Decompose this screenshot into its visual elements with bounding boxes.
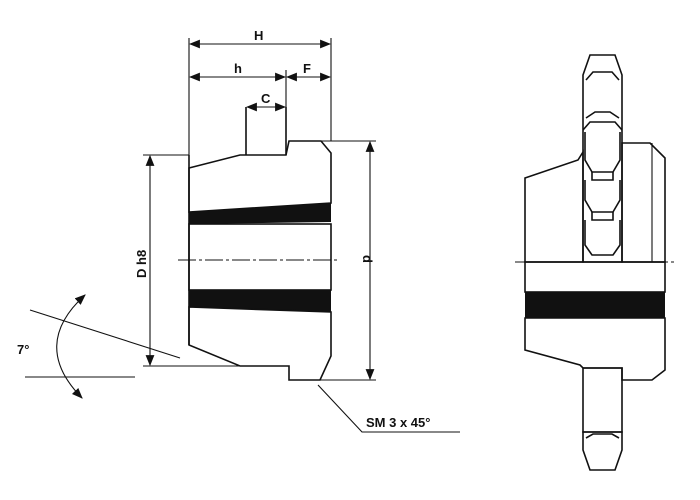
slot: [245, 107, 287, 155]
lower-hatched-wall: [188, 306, 332, 381]
label-chamfer: SM 3 x 45°: [366, 415, 430, 430]
flange-upper: [621, 142, 666, 263]
lower-tooth-tip: [582, 431, 623, 471]
dimension-D: D h8: [134, 154, 240, 367]
side-view: [515, 54, 675, 471]
hub-upper: [524, 149, 584, 263]
lower-tooth: [582, 367, 623, 433]
angle-annotation: 7°: [17, 294, 181, 399]
bore: [188, 223, 332, 291]
lower-black-band: [189, 290, 331, 312]
label-D: D h8: [134, 250, 149, 278]
label-angle: 7°: [17, 342, 29, 357]
dimension-H: H: [188, 28, 332, 155]
label-d: d: [360, 255, 375, 263]
section-view: H h F C D h8 d 7°: [17, 28, 460, 433]
chamfer-callout: SM 3 x 45°: [317, 384, 460, 433]
black-band-side: [525, 292, 665, 318]
upper-black-band: [189, 203, 331, 224]
dimension-h-F: h F: [188, 61, 332, 107]
label-F: F: [303, 61, 311, 76]
label-h: h: [234, 61, 242, 76]
label-C: C: [261, 91, 271, 106]
dimension-C: C: [245, 91, 287, 112]
dimension-d: d: [320, 140, 376, 381]
hatched-lower-side: [524, 317, 666, 381]
label-H: H: [254, 28, 263, 43]
bore-side: [524, 261, 666, 293]
upper-hatched-wall: [188, 140, 332, 213]
sprocket-teeth: [582, 54, 623, 263]
